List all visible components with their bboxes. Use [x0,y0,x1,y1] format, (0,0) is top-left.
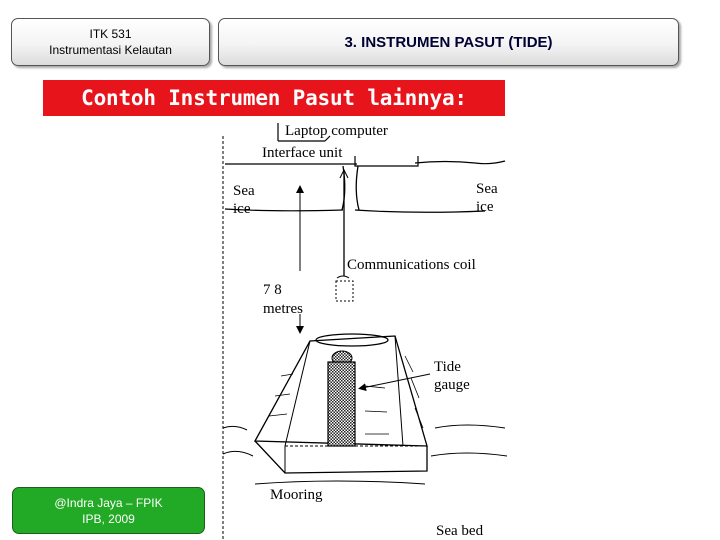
course-info-box: ITK 531 Instrumentasi Kelautan [11,18,210,66]
communications-coil-icon [335,275,354,302]
sea-ice-right-label-1: Sea [476,181,498,197]
sea-bed-label: Sea bed [436,523,484,539]
seafloor-line-5 [254,480,426,485]
ice-underside-right [354,209,486,213]
tide-gauge-diagram: Laptop computer Interface unit Sea ice S… [222,123,508,540]
sea-ice-right-label-2: ice [476,199,494,215]
seafloor-line-2 [222,450,254,457]
seafloor-line-3 [434,424,506,429]
tide-gauge-icon [327,350,356,447]
ice-underside-left [224,208,344,212]
seafloor-line-1 [222,425,248,431]
interface-label: Interface unit [262,145,343,161]
sea-ice-left-label-2: ice [233,201,251,217]
mooring-frame-icon [253,333,428,474]
credit-box: @Indra Jaya – FPIK IPB, 2009 [12,487,205,534]
cable-top-arrow [339,168,349,179]
tide-gauge-label-2: gauge [434,377,470,393]
depth-label-1: 7 8 [263,282,282,298]
slide-title: 3. INSTRUMEN PASUT (TIDE) [344,33,553,51]
interface-unit-icon [354,156,419,167]
seafloor-line-4 [430,452,508,457]
course-name: Instrumentasi Kelautan [49,43,172,57]
tide-gauge-arrow [358,373,431,392]
sea-ice-left-label-1: Sea [233,183,255,199]
depth-label-2: metres [263,301,303,317]
credit-line-2: IPB, 2009 [82,511,135,526]
credit-line-1: @Indra Jaya – FPIK [54,495,163,510]
laptop-label: Laptop computer [285,123,388,139]
tide-gauge-label-1: Tide [434,359,461,375]
ice-surface-top-right [414,160,506,165]
slide-title-box: 3. INSTRUMEN PASUT (TIDE) [218,18,679,66]
course-code: ITK 531 [89,27,132,41]
mooring-label: Mooring [270,487,323,503]
ice-hole-right [355,165,360,211]
laptop-icon [277,123,331,142]
comm-coil-label: Communications coil [347,257,476,273]
section-heading: Contoh Instrumen Pasut lainnya: [43,80,505,116]
